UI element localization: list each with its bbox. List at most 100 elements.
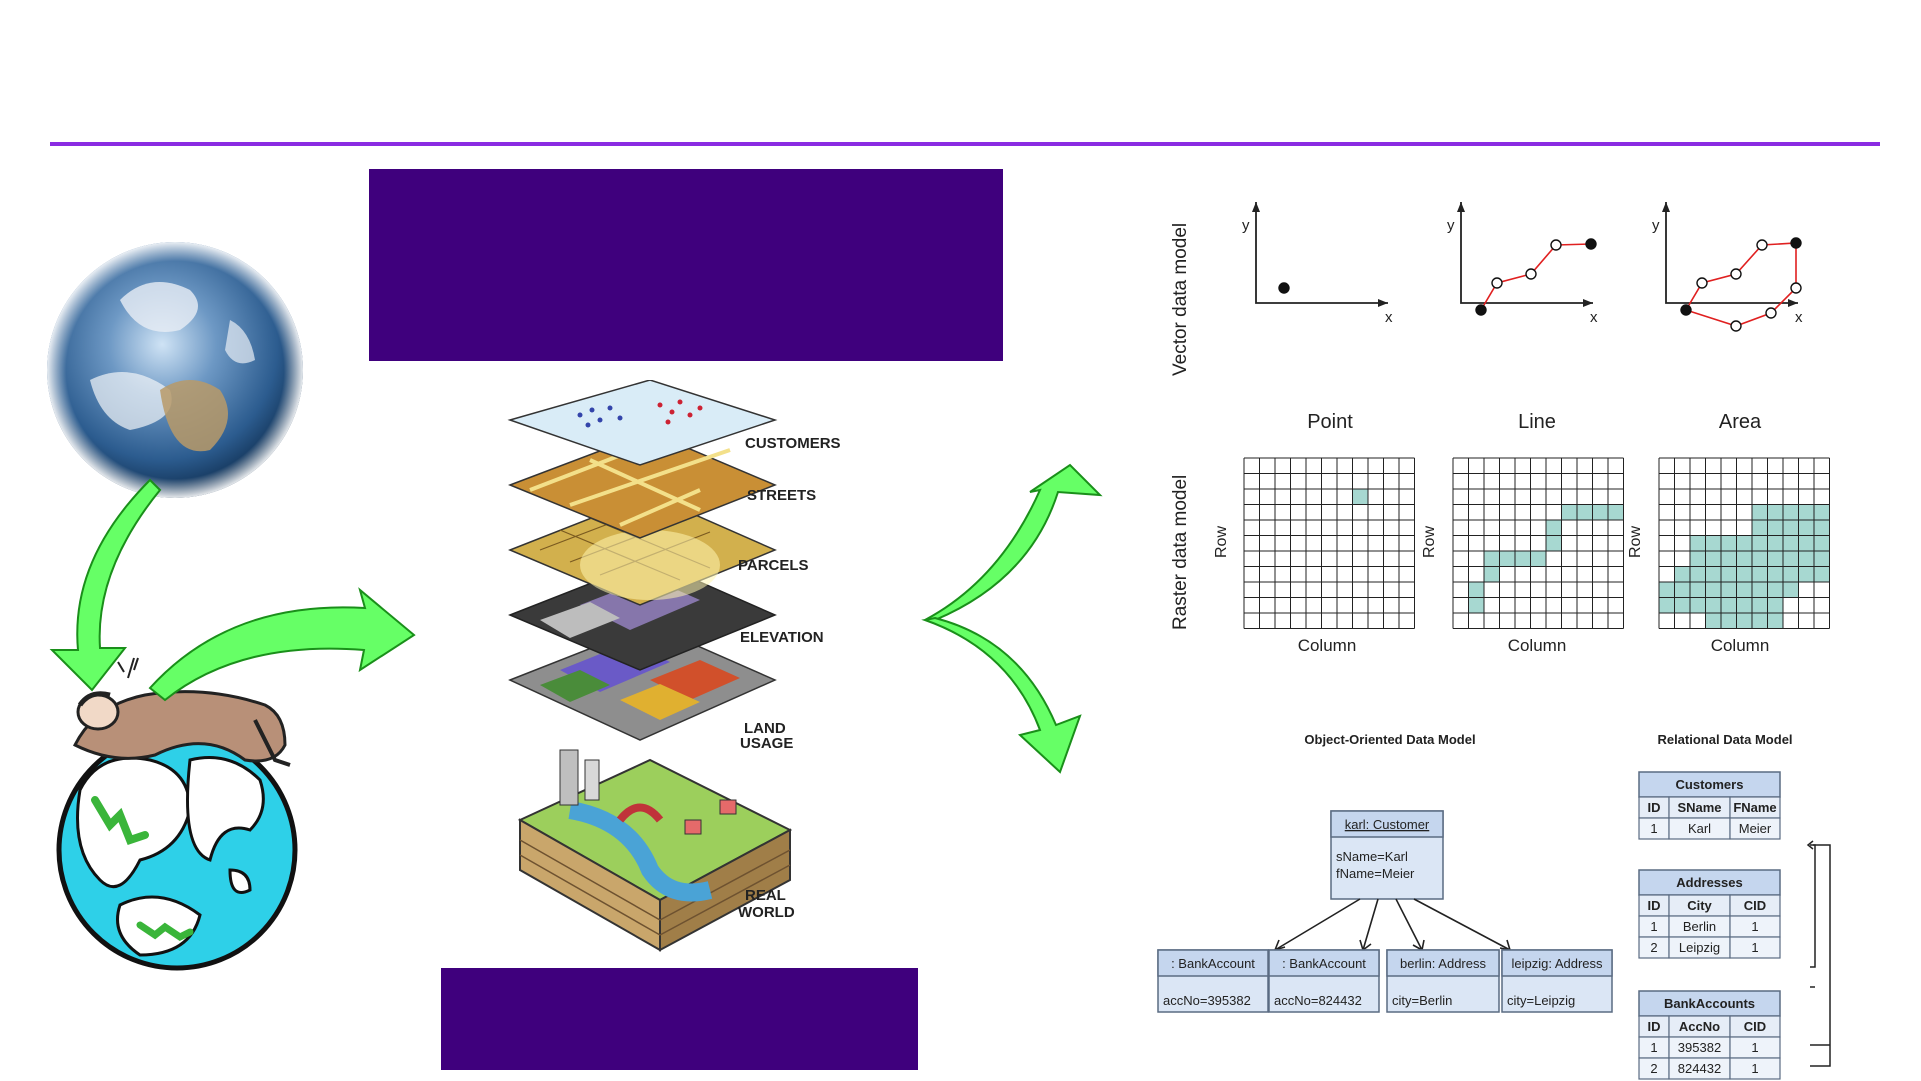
layer-label-land: LAND [744, 720, 786, 737]
layer-label-elevation: ELEVATION [740, 629, 824, 646]
raster-cell [1736, 566, 1752, 582]
raster-row-label-3: Row [1627, 526, 1644, 558]
raster-cell [1690, 566, 1706, 582]
raster-cell [1752, 551, 1768, 567]
axis-lines [1255, 202, 1388, 304]
y-axis-label: y [1652, 217, 1660, 234]
raster-cell [1690, 551, 1706, 567]
table-name: Customers [1676, 777, 1744, 792]
raster-grid-line [1452, 457, 1624, 629]
raster-row-label-1: Row [1213, 526, 1230, 558]
raster-cell [1767, 551, 1783, 567]
oo-customer-attr-fname: fName=Meier [1336, 866, 1415, 881]
raster-cell [1515, 551, 1531, 567]
raster-cell [1721, 613, 1737, 629]
raster-cell [1798, 566, 1814, 582]
table-cell [1729, 936, 1781, 959]
x-axis-arrowhead [1583, 299, 1593, 307]
raster-cell [1736, 597, 1752, 613]
layer-label-world: WORLD [738, 904, 795, 921]
column-header: CID [1744, 1019, 1766, 1034]
raster-cell [1814, 551, 1830, 567]
raster-cell [1546, 520, 1562, 536]
raster-cell [1783, 566, 1799, 582]
raster-cell [1674, 566, 1690, 582]
cartoon-globe [56, 729, 298, 971]
cell-value: 1 [1650, 919, 1657, 934]
table-title-row [1638, 869, 1781, 896]
raster-cell [1814, 566, 1830, 582]
cell-value: 1 [1650, 821, 1657, 836]
cell-value: 1 [1751, 1061, 1758, 1076]
title-box [369, 169, 1003, 361]
raster-cell [1721, 582, 1737, 598]
raster-cell [1814, 504, 1830, 520]
cell-value: 2 [1650, 940, 1657, 955]
raster-cell [1814, 535, 1830, 551]
layer-label-streets: STREETS [747, 487, 816, 504]
object-header: : BankAccount [1171, 956, 1255, 971]
raster-cell [1530, 551, 1546, 567]
cell-value: Karl [1688, 821, 1711, 836]
object-attr: city=Berlin [1392, 993, 1452, 1008]
vertex [1765, 307, 1777, 319]
column-header: ID [1648, 1019, 1661, 1034]
raster-cell [1783, 504, 1799, 520]
x-axis-arrowhead [1378, 299, 1388, 307]
raster-cell [1798, 535, 1814, 551]
vector-panel-point: yx [1242, 202, 1393, 326]
x-axis-arrowhead [1788, 299, 1798, 307]
raster-cell [1546, 535, 1562, 551]
raster-cell [1767, 520, 1783, 536]
earth-photo [47, 242, 303, 498]
raster-cell [1690, 597, 1706, 613]
vertex [1730, 268, 1742, 280]
arrow-to-vector-raster [924, 463, 1103, 621]
raster-column-label-2: Column [1508, 636, 1567, 655]
vertex [1550, 239, 1562, 251]
raster-cell [1783, 551, 1799, 567]
raster-row-label-2: Row [1421, 526, 1438, 558]
raster-cell [1705, 551, 1721, 567]
raster-cell [1752, 504, 1768, 520]
table-name: BankAccounts [1664, 996, 1755, 1011]
raster-grid-point [1243, 457, 1415, 629]
raster-cell [1608, 504, 1624, 520]
oo-customer-attr-sname: sName=Karl [1336, 849, 1408, 864]
raster-cell [1752, 582, 1768, 598]
vertex [1680, 304, 1692, 316]
relational-model-title: Relational Data Model [1657, 732, 1792, 747]
raster-cell [1561, 504, 1577, 520]
vertex [1790, 282, 1802, 294]
object-header-box [1157, 949, 1269, 977]
raster-panels [1243, 457, 1830, 629]
cell-value: 395382 [1678, 1040, 1721, 1055]
cell-value: 1 [1751, 1040, 1758, 1055]
oo-customer-header: karl: Customer [1345, 817, 1430, 832]
vector-raster-figure: Vector data model Raster data model yxyx… [1170, 202, 1830, 655]
cell-value: Berlin [1683, 919, 1716, 934]
vector-caption-area: Area [1719, 411, 1762, 433]
raster-cell [1674, 582, 1690, 598]
column-header: SName [1677, 800, 1721, 815]
raster-cell [1484, 551, 1500, 567]
raster-cell [1767, 597, 1783, 613]
raster-cell [1752, 535, 1768, 551]
layer-label-parcels: PARCELS [738, 557, 809, 574]
y-axis-arrowhead [1252, 202, 1260, 212]
column-header: City [1687, 898, 1712, 913]
layer-label-usage: USAGE [740, 735, 793, 752]
raster-cell [1705, 597, 1721, 613]
vertex [1278, 282, 1290, 294]
object-header: : BankAccount [1282, 956, 1366, 971]
column-header: AccNo [1679, 1019, 1720, 1034]
raster-cell [1767, 582, 1783, 598]
layer-label-customers: CUSTOMERS [745, 435, 841, 452]
vertex [1585, 238, 1597, 250]
raster-model-label: Raster data model [1170, 475, 1191, 630]
arrow-earth-to-globe [49, 478, 162, 692]
